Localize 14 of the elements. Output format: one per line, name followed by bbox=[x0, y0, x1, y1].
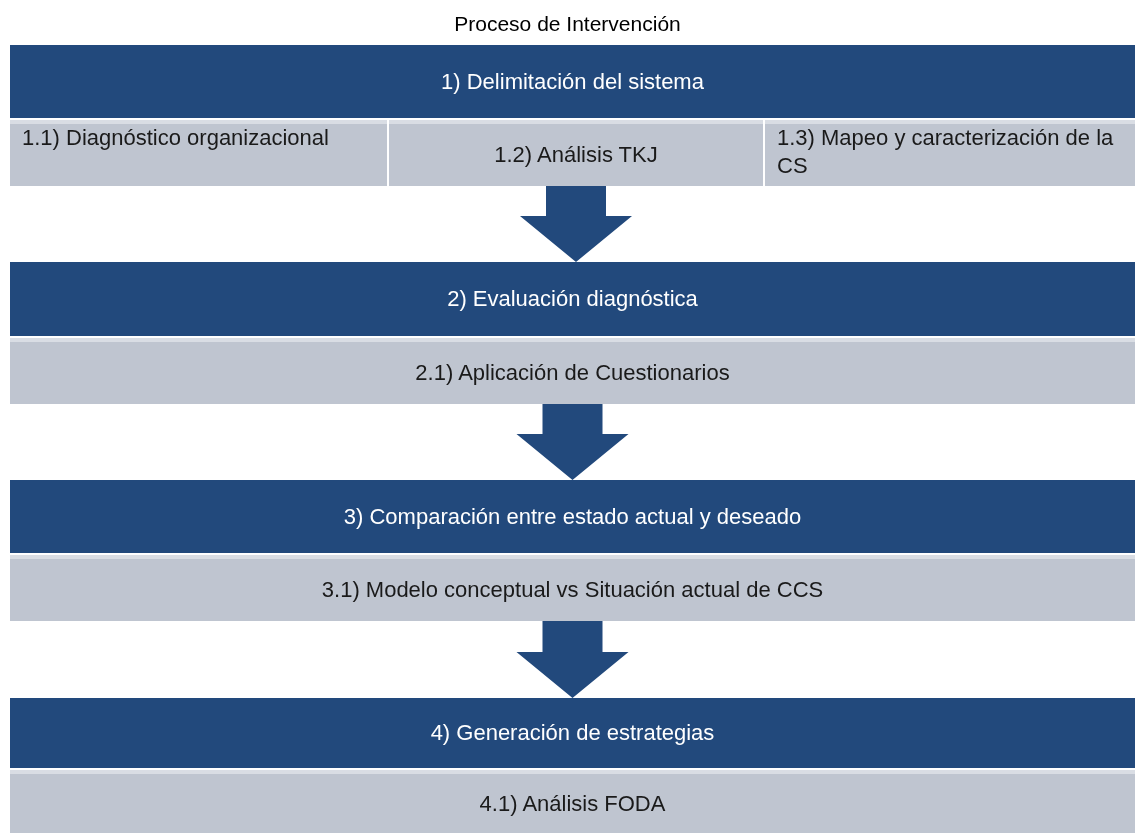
substep-box: 1.2) Análisis TKJ bbox=[389, 120, 763, 186]
stage-header: 4) Generación de estrategias bbox=[10, 698, 1135, 768]
block-arrow bbox=[520, 186, 632, 262]
diagram-title: Proceso de Intervención bbox=[453, 11, 682, 37]
stage-header: 3) Comparación entre estado actual y deseado bbox=[10, 480, 1135, 553]
block-arrow bbox=[516, 621, 629, 698]
block-arrow bbox=[516, 404, 629, 480]
stage-header: 2) Evaluación diagnóstica bbox=[10, 262, 1135, 336]
substep-box: 2.1) Aplicación de Cuestionarios bbox=[10, 338, 1135, 404]
substep-box: 1.1) Diagnóstico organizacional bbox=[10, 120, 387, 186]
substep-box: 1.3) Mapeo y caracterización de la CS bbox=[765, 120, 1135, 186]
stage-header: 1) Delimitación del sistema bbox=[10, 45, 1135, 118]
substep-box: 4.1) Análisis FODA bbox=[10, 770, 1135, 833]
substep-box: 3.1) Modelo conceptual vs Situación actual de CCS bbox=[10, 555, 1135, 621]
